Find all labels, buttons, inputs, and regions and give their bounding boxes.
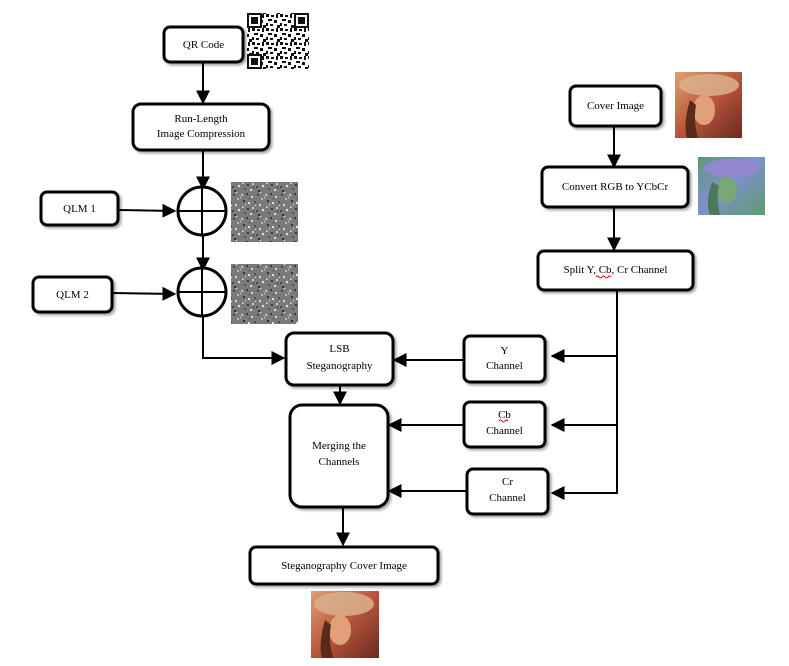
node-qlm-1: QLM 1	[39, 190, 120, 227]
node-qlm-2: QLM 2	[31, 275, 114, 314]
node-cover-image: Cover Image	[568, 84, 663, 128]
node-qlm1-label: QLM 1	[63, 203, 96, 215]
node-cb-channel: Cb Channel	[462, 400, 547, 449]
node-lsb-line2: Steganography	[307, 360, 373, 372]
node-qr-code-label: QR Code	[183, 39, 224, 51]
node-cr-channel: Cr Channel	[465, 467, 550, 516]
portrait-thumbnail-cover	[675, 72, 742, 138]
edge-split-to-cr	[550, 290, 618, 500]
node-steganography-cover-image: Steganography Cover Image	[248, 545, 440, 586]
node-output-label: Steganography Cover Image	[281, 560, 407, 572]
node-cb-line1: Cb	[498, 409, 511, 421]
node-cr-line2: Channel	[489, 492, 526, 504]
node-cb-line2: Channel	[486, 425, 523, 437]
node-cr-line1: Cr	[502, 476, 513, 488]
edge-qlm2-to-xor2	[111, 286, 177, 301]
random-noise-thumbnail-1	[231, 182, 298, 242]
node-cover-label: Cover Image	[587, 100, 644, 112]
node-rle-line2: Image Compression	[157, 128, 246, 140]
node-split-label: Split Y, Cb, Cr Channel	[564, 264, 668, 276]
edge-xor2-to-lsb	[202, 315, 286, 365]
qr-code-thumbnail	[247, 13, 309, 69]
node-lsb-line1: LSB	[329, 343, 349, 355]
spellcheck-underline	[498, 419, 509, 423]
node-qlm2-label: QLM 2	[56, 289, 89, 301]
node-qr-code: QR Code	[162, 25, 245, 64]
edges	[111, 62, 621, 547]
random-noise-thumbnail-2	[231, 264, 298, 324]
xor-operator-1	[176, 185, 228, 237]
node-lsb-steganography: LSB Steganography	[284, 331, 395, 387]
node-rle-line1: Run-Length	[174, 113, 228, 125]
xor-operator-2	[176, 266, 228, 318]
ycbcr-thumbnail	[698, 157, 765, 215]
node-merge-line1: Merging the	[312, 440, 366, 452]
node-convert-rgb-ycbcr: Convert RGB to YCbCr	[540, 165, 690, 209]
node-split-channels: Split Y, Cb, Cr Channel	[536, 249, 695, 292]
spellcheck-underline	[595, 275, 612, 279]
edge-qlm1-to-xor1	[117, 203, 177, 218]
node-merge-line2: Channels	[319, 456, 360, 468]
node-y-line1: Y	[501, 345, 509, 357]
portrait-thumbnail-output	[311, 591, 379, 658]
node-y-channel: Y Channel	[462, 334, 547, 384]
node-run-length-compression: Run-Length Image Compression	[131, 102, 271, 152]
node-convert-label: Convert RGB to YCbCr	[562, 181, 669, 193]
node-y-line2: Channel	[486, 360, 523, 372]
node-merging-channels: Merging the Channels	[288, 403, 390, 509]
